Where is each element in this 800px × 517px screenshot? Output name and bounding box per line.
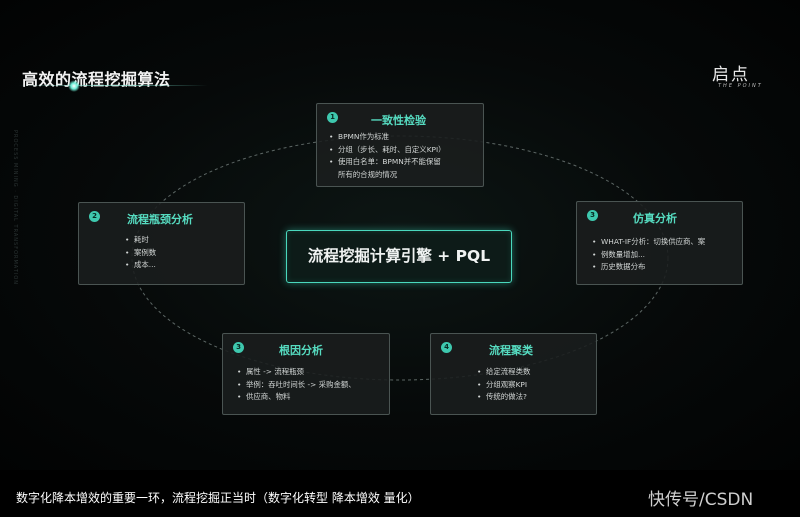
brand-logo-subtitle: THE POINT bbox=[718, 83, 763, 89]
list-item: 成本... bbox=[125, 259, 156, 272]
list-item: 举例：吞吐时间长 -> 采购金额、 bbox=[237, 379, 356, 392]
node-simulation-analysis: 3 仿真分析 WHAT-IF分析：切换供应商、案 例数量增加... 历史数据分布 bbox=[576, 201, 743, 285]
list-item: 给定流程类数 bbox=[477, 366, 530, 379]
brand-logo: 启点 bbox=[712, 65, 750, 85]
list-item: 属性 -> 流程瓶颈 bbox=[237, 366, 356, 379]
node-conformance-check: 1 一致性检验 BPMN作为标准 分组（步长、耗时、自定义KPI） 使用白名单：… bbox=[316, 103, 484, 187]
step-badge: 3 bbox=[233, 342, 244, 353]
node-title: 仿真分析 bbox=[633, 212, 677, 225]
slide-title: 高效的流程挖掘算法 bbox=[22, 70, 171, 89]
node-list: BPMN作为标准 分组（步长、耗时、自定义KPI） 使用白名单：BPMN并不能保… bbox=[329, 131, 446, 181]
engine-center-box: 流程挖掘计算引擎 + PQL bbox=[286, 230, 512, 283]
list-item: 分组观察KPI bbox=[477, 379, 530, 392]
list-item: 案例数 bbox=[125, 247, 156, 260]
node-list: 给定流程类数 分组观察KPI 传统的做法? bbox=[477, 366, 530, 404]
node-title: 流程聚类 bbox=[489, 344, 533, 357]
list-item: 耗时 bbox=[125, 234, 156, 247]
source-watermark: 快传号/CSDN bbox=[648, 490, 754, 510]
list-item: BPMN作为标准 bbox=[329, 131, 446, 144]
list-item: 例数量增加... bbox=[592, 249, 705, 262]
list-item: 供应商、物料 bbox=[237, 391, 356, 404]
list-item: 所有的合规的情况 bbox=[338, 169, 398, 179]
glow-dot-icon bbox=[68, 80, 80, 92]
title-underline bbox=[18, 85, 208, 86]
node-list: 耗时 案例数 成本... bbox=[125, 234, 156, 272]
node-list: 属性 -> 流程瓶颈 举例：吞吐时间长 -> 采购金额、 供应商、物料 bbox=[237, 366, 356, 404]
list-item: WHAT-IF分析：切换供应商、案 bbox=[592, 236, 705, 249]
caption-text: 数字化降本增效的重要一环，流程挖掘正当时（数字化转型 降本增效 量化） bbox=[16, 491, 420, 505]
step-badge: 4 bbox=[441, 342, 452, 353]
list-item: 历史数据分布 bbox=[592, 261, 705, 274]
node-title: 根因分析 bbox=[279, 344, 323, 357]
node-list: WHAT-IF分析：切换供应商、案 例数量增加... 历史数据分布 bbox=[592, 236, 705, 274]
list-item: 传统的做法? bbox=[477, 391, 530, 404]
node-process-clustering: 4 流程聚类 给定流程类数 分组观察KPI 传统的做法? bbox=[430, 333, 597, 415]
node-bottleneck-analysis: 2 流程瓶颈分析 耗时 案例数 成本... bbox=[78, 202, 245, 285]
node-root-cause-analysis: 3 根因分析 属性 -> 流程瓶颈 举例：吞吐时间长 -> 采购金额、 供应商、… bbox=[222, 333, 390, 415]
list-item: 分组（步长、耗时、自定义KPI） bbox=[329, 144, 446, 157]
node-title: 一致性检验 bbox=[371, 114, 426, 127]
side-vertical-text: PROCESS MINING · DIGITAL TRANSFORMATION bbox=[12, 130, 18, 286]
slide: 高效的流程挖掘算法 启点 THE POINT PROCESS MINING · … bbox=[0, 0, 800, 470]
node-title: 流程瓶颈分析 bbox=[127, 213, 193, 226]
list-item: 使用白名单：BPMN并不能保留 bbox=[329, 156, 446, 169]
step-badge: 3 bbox=[587, 210, 598, 221]
step-badge: 2 bbox=[89, 211, 100, 222]
step-badge: 1 bbox=[327, 112, 338, 123]
